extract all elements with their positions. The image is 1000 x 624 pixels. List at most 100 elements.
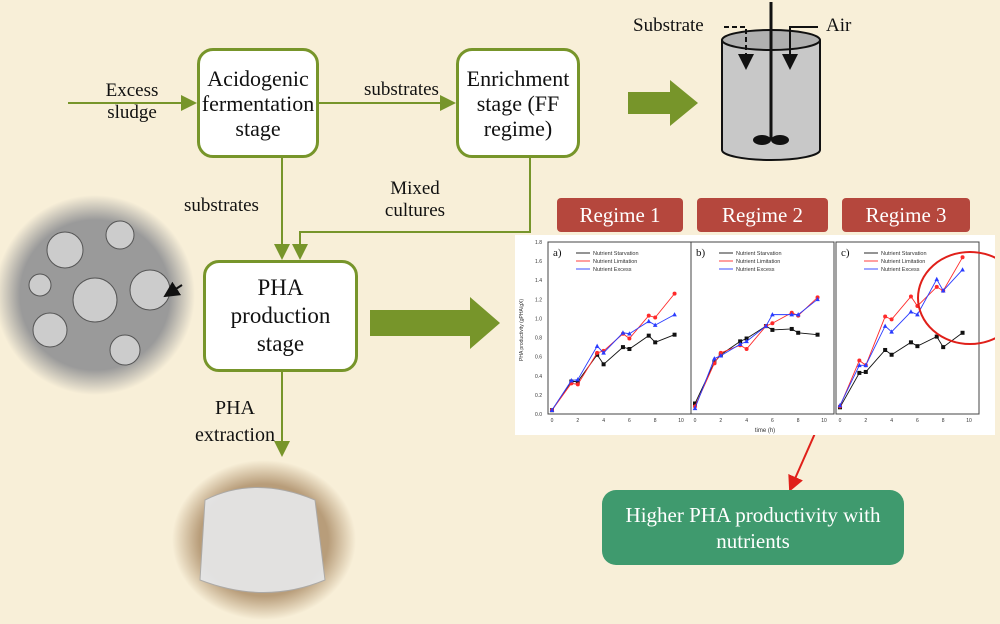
panel-frame xyxy=(835,241,980,415)
legend-label: Nutrient Excess xyxy=(736,267,775,273)
series-line-2 xyxy=(694,298,818,409)
regime-2-label: Regime 2 xyxy=(697,198,828,232)
data-point xyxy=(627,336,632,341)
data-point xyxy=(857,358,862,363)
data-point xyxy=(601,362,606,367)
data-point xyxy=(569,378,574,383)
y-tick-label: 0.4 xyxy=(535,374,542,380)
x-tick-label: 8 xyxy=(797,418,800,424)
substrates-label: substrates xyxy=(364,79,439,100)
x-tick-label: 8 xyxy=(654,418,657,424)
pha-extraction-label: PHA extraction xyxy=(195,397,275,446)
data-point xyxy=(738,339,743,344)
data-point xyxy=(795,312,801,317)
x-tick-label: 8 xyxy=(942,418,945,424)
data-point xyxy=(672,291,677,296)
highlight-circle xyxy=(917,251,995,345)
mixed-cultures-arrow xyxy=(292,158,531,260)
legend-label: Nutrient Limitation xyxy=(736,259,780,265)
legend-label: Nutrient Excess xyxy=(593,267,632,273)
data-point xyxy=(744,347,749,352)
legend-label: Nutrient Limitation xyxy=(881,259,925,265)
legend-label: Nutrient Starvation xyxy=(881,251,927,257)
data-point xyxy=(889,317,894,322)
big-arrow-to-reactor xyxy=(628,80,698,126)
microscope-image xyxy=(0,195,195,395)
data-point xyxy=(627,347,632,352)
data-point xyxy=(718,353,724,358)
data-point xyxy=(889,329,894,334)
data-point xyxy=(915,344,920,349)
y-tick-label: 0.2 xyxy=(535,393,542,399)
reactor-air-label: Air xyxy=(826,15,852,36)
data-point xyxy=(934,284,939,289)
data-point xyxy=(960,267,965,272)
series-line-2 xyxy=(839,269,963,406)
data-point xyxy=(575,382,580,387)
pha-production-box: PHA production stage xyxy=(203,260,358,372)
x-tick-label: 0 xyxy=(551,418,554,424)
data-point xyxy=(815,296,820,302)
data-point xyxy=(883,347,888,352)
legend-label: Nutrient Starvation xyxy=(736,251,782,257)
reactor-substrate-label: Substrate xyxy=(633,15,704,36)
data-point xyxy=(653,315,658,320)
legend-label: Nutrient Starvation xyxy=(593,251,639,257)
regime-1-label: Regime 1 xyxy=(557,198,683,232)
x-tick-label: 4 xyxy=(602,418,605,424)
x-tick-label: 6 xyxy=(628,418,631,424)
data-point xyxy=(692,405,698,411)
data-point xyxy=(620,330,626,335)
data-point xyxy=(595,350,600,355)
data-point xyxy=(863,362,869,368)
data-point xyxy=(770,327,775,332)
x-tick-label: 0 xyxy=(839,418,842,424)
data-point xyxy=(646,318,652,324)
big-arrow-to-chart xyxy=(370,297,500,349)
y-tick-label: 0.8 xyxy=(535,336,542,342)
data-point xyxy=(837,402,843,408)
x-tick-label: 2 xyxy=(719,418,722,424)
panel-label: b) xyxy=(696,247,706,259)
legend-label: Nutrient Excess xyxy=(881,267,920,273)
pha-extraction-photo xyxy=(172,460,356,620)
substrates-down-label: substrates xyxy=(184,195,259,216)
y-tick-label: 0.0 xyxy=(535,412,542,418)
series-line-0 xyxy=(839,332,963,408)
reactor-icon xyxy=(721,2,821,161)
data-point xyxy=(883,314,888,319)
y-tick-label: 1.8 xyxy=(535,240,542,246)
data-point xyxy=(770,321,775,326)
data-point xyxy=(627,331,632,336)
series-line-0 xyxy=(551,334,675,411)
panel-label: a) xyxy=(553,247,562,259)
data-point xyxy=(575,377,581,382)
legend-label: Nutrient Limitation xyxy=(593,259,637,265)
data-point xyxy=(940,288,946,293)
series-line-1 xyxy=(694,297,818,407)
data-point xyxy=(744,338,749,344)
data-point xyxy=(882,323,888,328)
excess-sludge-label: Excess sludge xyxy=(105,80,159,123)
data-point xyxy=(908,309,914,314)
y-axis-label: PHA productivity (gPHA/gX) xyxy=(519,299,525,361)
data-point xyxy=(789,312,795,317)
data-point xyxy=(620,345,625,350)
data-point xyxy=(789,326,794,331)
data-point xyxy=(652,322,658,327)
data-point xyxy=(863,369,868,374)
data-point xyxy=(594,343,600,348)
x-tick-label: 4 xyxy=(890,418,893,424)
acidogenic-fermentation-box: Acidogenic fermentation stage xyxy=(197,48,319,158)
series-line-1 xyxy=(839,257,963,407)
data-point xyxy=(672,312,677,317)
mixed-cultures-label: Mixed cultures xyxy=(384,178,446,221)
conclusion-box: Higher PHA productivity with nutrients xyxy=(602,490,904,565)
enrichment-stage-box: Enrichment stage (FF regime) xyxy=(456,48,580,158)
data-point xyxy=(889,352,894,357)
data-point xyxy=(960,330,965,335)
regime-3-label: Regime 3 xyxy=(842,198,970,232)
x-tick-label: 2 xyxy=(576,418,579,424)
